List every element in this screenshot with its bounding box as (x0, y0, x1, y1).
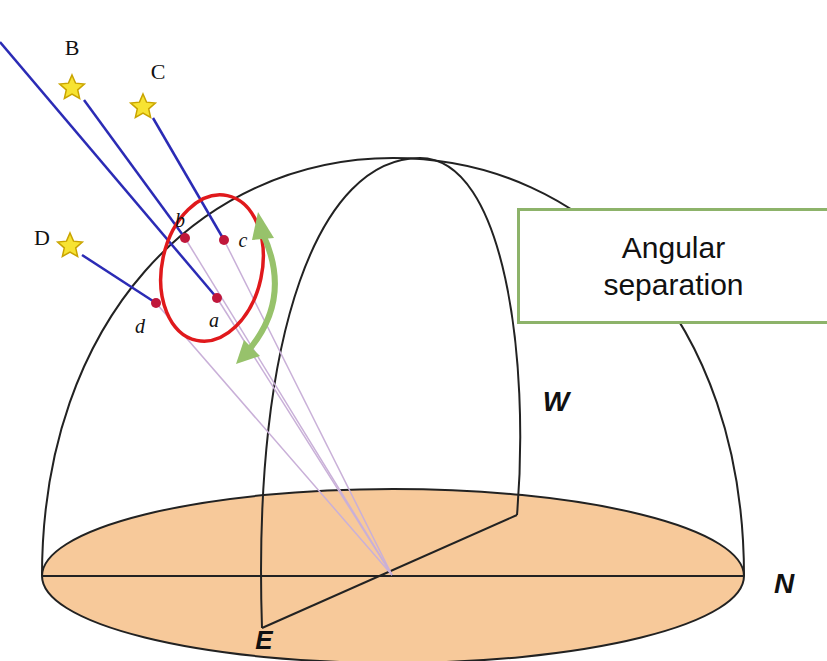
callout-box: Angular separation (517, 208, 827, 324)
star-d (58, 233, 83, 257)
star-label: C (151, 61, 166, 83)
star-b (60, 75, 85, 99)
horizon-plane (42, 489, 744, 661)
direction-label: N (774, 570, 794, 598)
point-label: d (135, 316, 145, 336)
callout-text: Angular separation (549, 229, 799, 304)
star-label: B (65, 37, 80, 59)
point-label: c (239, 230, 248, 250)
point-label: a (209, 310, 219, 330)
direction-label: E (255, 627, 272, 653)
direction-label: W (543, 388, 569, 416)
separation-arrow (236, 212, 275, 364)
meridian-line (42, 575, 744, 577)
star-label: D (34, 227, 50, 249)
star-c (131, 94, 156, 118)
star-rays (0, 42, 224, 303)
point-label: b (175, 210, 185, 230)
highlight-ellipse (148, 185, 277, 351)
